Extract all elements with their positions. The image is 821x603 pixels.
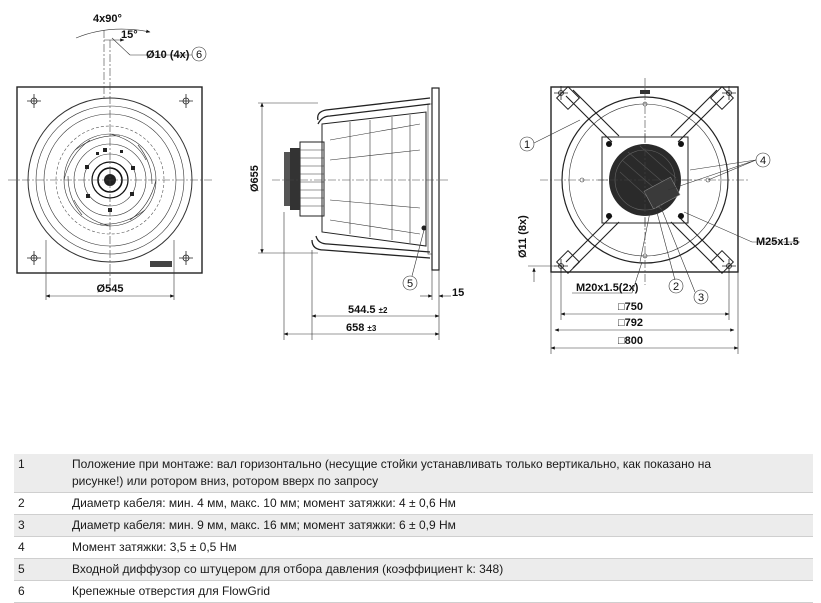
legend-number: 3 <box>18 518 25 532</box>
angle-small-label: 15° <box>121 29 138 41</box>
depth-544-label: 544.5 ±2 <box>348 304 388 316</box>
callout-5: 5 <box>407 278 413 290</box>
diameter-545-label: Ø545 <box>97 283 124 295</box>
hole-diameter-11-label: Ø11 (8x) <box>517 215 529 258</box>
height-655-label: Ø655 <box>249 165 261 192</box>
angle-label: 4x90° <box>93 13 122 25</box>
legend-number: 5 <box>18 562 25 576</box>
legend-text: Диаметр кабеля: мин. 4 мм, макс. 10 мм; … <box>66 493 813 515</box>
legend-text-line: рисунке!) или ротором вниз, ротором ввер… <box>72 474 379 488</box>
legend-number: 2 <box>18 496 25 510</box>
callout-6: 6 <box>196 49 202 61</box>
legend-text: Момент затяжки: 3,5 ± 0,5 Нм <box>66 537 813 559</box>
legend-text-line: Крепежные отверстия для FlowGrid <box>72 584 271 598</box>
hole-diameter-label: Ø10 (4x) <box>146 49 190 61</box>
legend-text: Положение при монтаже: вал горизонтально… <box>66 454 813 493</box>
technical-drawing: 4x90° 15° Ø10 (4x) 6 Ø545 5 <box>8 13 800 354</box>
legend-table: 1 Положение при монтаже: вал горизонтальн… <box>14 454 813 603</box>
legend-number: 4 <box>18 540 25 554</box>
dim-800-label: □800 <box>618 335 643 347</box>
front-view: 4x90° 15° Ø10 (4x) 6 Ø545 <box>8 13 212 300</box>
legend-row: 4 Момент затяжки: 3,5 ± 0,5 Нм <box>14 536 813 559</box>
dim-792-label: □792 <box>618 317 643 329</box>
legend-row: 5 Входной диффузор со штуцером для отбора… <box>14 558 813 581</box>
depth-658-label: 658 ±3 <box>346 322 377 334</box>
rear-view: 1 4 M25x1.5 2 3 M20x1.5(2x) Ø11 (8x) □75… <box>517 78 800 354</box>
legend-text: Крепежные отверстия для FlowGrid <box>66 581 813 603</box>
legend-number: 6 <box>18 584 25 598</box>
callout-2: 2 <box>673 281 679 293</box>
m25-label: M25x1.5 <box>756 236 799 248</box>
legend-row: 1 Положение при монтаже: вал горизонтальн… <box>14 454 813 493</box>
legend-text-line: Входной диффузор со штуцером для отбора … <box>72 562 504 576</box>
dim-750-label: □750 <box>618 301 643 313</box>
legend-text: Диаметр кабеля: мин. 9 мм, макс. 16 мм; … <box>66 515 813 537</box>
legend-number: 1 <box>18 457 25 471</box>
legend-text-line: Диаметр кабеля: мин. 4 мм, макс. 10 мм; … <box>72 496 456 510</box>
legend-text-line: Положение при монтаже: вал горизонтально… <box>72 457 712 471</box>
legend-row: 2 Диаметр кабеля: мин. 4 мм, макс. 10 мм;… <box>14 492 813 515</box>
legend-text-line: Момент затяжки: 3,5 ± 0,5 Нм <box>72 540 237 554</box>
legend-row: 3 Диаметр кабеля: мин. 9 мм, макс. 16 мм;… <box>14 514 813 537</box>
flange-15-label: 15 <box>452 287 464 299</box>
side-view: 5 Ø655 15 544.5 ±2 658 ±3 <box>249 87 464 340</box>
legend-text: Входной диффузор со штуцером для отбора … <box>66 559 813 581</box>
m20-label: M20x1.5(2x) <box>576 282 639 294</box>
callout-1: 1 <box>524 139 530 151</box>
callout-3: 3 <box>698 292 704 304</box>
legend-row: 6 Крепежные отверстия для FlowGrid <box>14 580 813 603</box>
callout-4: 4 <box>760 155 766 167</box>
legend-text-line: Диаметр кабеля: мин. 9 мм, макс. 16 мм; … <box>72 518 456 532</box>
